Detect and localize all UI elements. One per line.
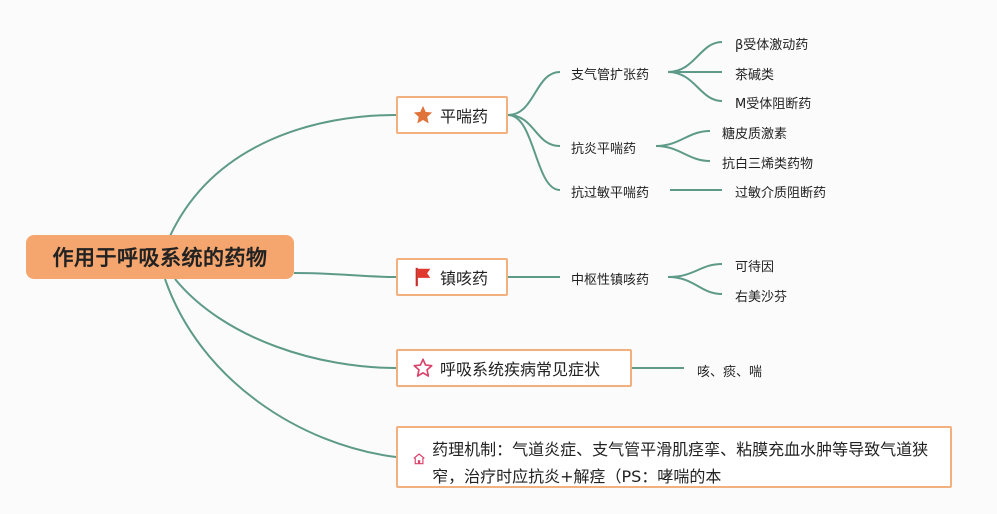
link-pc-sub2	[507, 114, 561, 147]
leaf-baisanxi[interactable]: 抗白三烯类药物	[722, 157, 814, 172]
link-sub2-leaf2	[655, 145, 711, 162]
topic-huxi[interactable]: 呼吸系统疾病常见症状	[396, 349, 632, 387]
topic-pingchuan[interactable]: 平喘药	[396, 96, 508, 134]
leaf-tangpizhi[interactable]: 糖皮质激素	[722, 127, 788, 142]
sub-zhiqiguan[interactable]: 支气管扩张药	[571, 68, 650, 83]
sub-kangguomin[interactable]: 抗过敏平喘药	[571, 186, 650, 201]
topic-zhenke[interactable]: 镇咳药	[396, 258, 508, 296]
root-label: 作用于呼吸系统的药物	[52, 246, 268, 270]
leaf-guomin-jiezhi[interactable]: 过敏介质阻断药	[735, 186, 827, 201]
leaf-ke-tan-chuan[interactable]: 咳、痰、喘	[697, 365, 763, 380]
link-pc-sub1	[507, 71, 561, 116]
leaf-chajian[interactable]: 茶碱类	[735, 68, 775, 83]
leaf-beta[interactable]: β受体激动药	[735, 38, 809, 53]
link-root-yaoli	[164, 278, 397, 458]
link-sub1-leaf1	[667, 41, 723, 73]
sub-kangyan[interactable]: 抗炎平喘药	[571, 142, 637, 157]
topic-pingchuan-label: 平喘药	[440, 107, 489, 126]
topic-yaoli-label: 药理机制：气道炎症、支气管平滑肌痉挛、粘膜充血水肿等导致气道狭窄，治疗时应抗炎+…	[432, 440, 929, 486]
link-root-zhenke	[293, 272, 397, 278]
link-zk-leaf2	[667, 276, 723, 295]
link-root-pingchuan	[169, 114, 397, 237]
topic-yaoli[interactable]: 药理机制：气道炎症、支气管平滑肌痉挛、粘膜充血水肿等导致气道狭窄，治疗时应抗炎+…	[396, 426, 952, 488]
leaf-m-receptor[interactable]: M受体阻断药	[735, 97, 812, 112]
link-root-huxi	[174, 278, 397, 369]
topic-huxi-label: 呼吸系统疾病常见症状	[440, 360, 601, 379]
leaf-kedaiyin[interactable]: 可待因	[735, 260, 775, 275]
leaf-youmeishafen[interactable]: 右美沙芬	[735, 290, 788, 305]
link-zk-leaf1	[667, 263, 723, 278]
link-sub2-leaf1	[655, 130, 711, 147]
sub-zhongshu[interactable]: 中枢性镇咳药	[571, 273, 650, 288]
root-node[interactable]: 作用于呼吸系统的药物	[26, 235, 294, 279]
star-outline-icon	[413, 358, 433, 377]
topic-zhenke-label: 镇咳药	[440, 269, 489, 288]
star-filled-icon	[413, 105, 433, 124]
link-pc-sub3	[507, 114, 561, 191]
link-sub1-leaf3	[667, 71, 723, 102]
flag-icon	[415, 267, 431, 287]
house-icon	[413, 453, 425, 465]
